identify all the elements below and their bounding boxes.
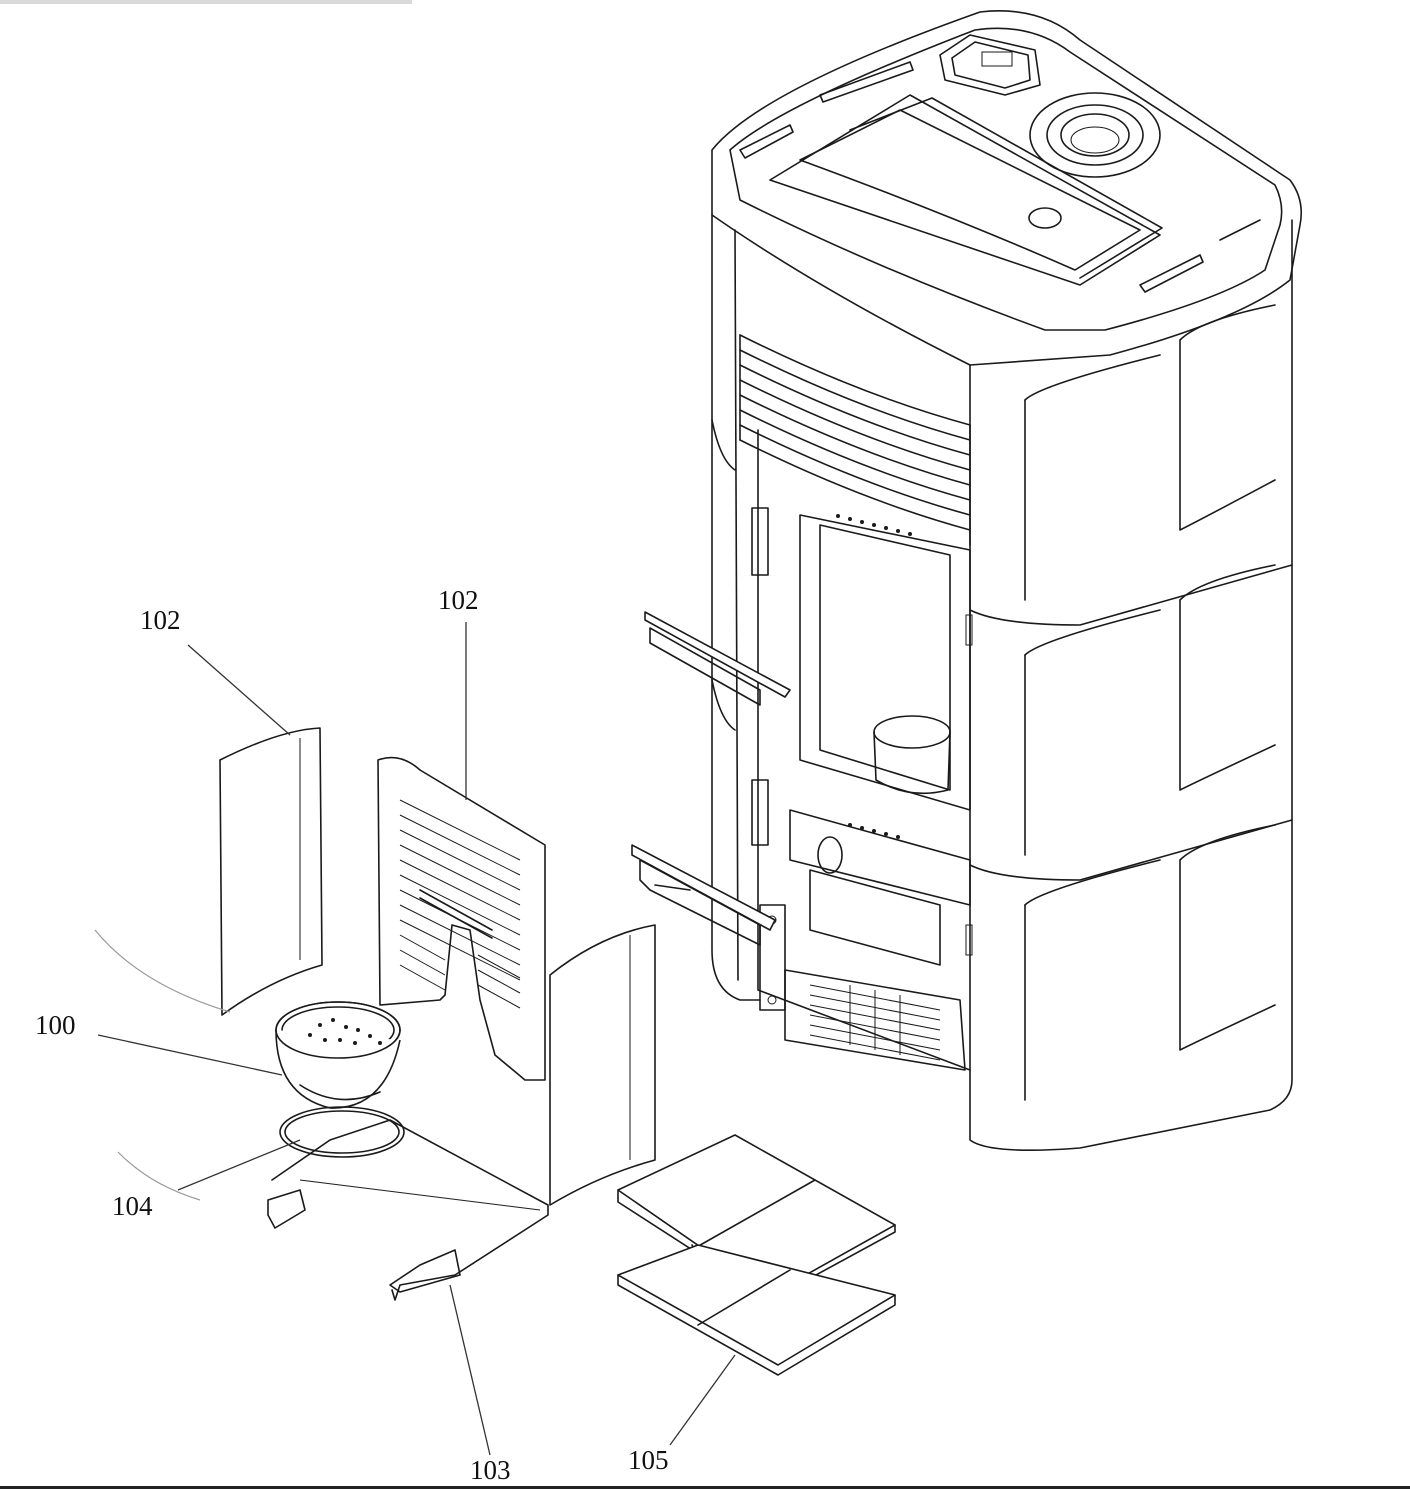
part-label-103: 103: [470, 1455, 511, 1485]
lower-deflector-bar: [631, 844, 776, 946]
part-label-105: 105: [628, 1445, 669, 1475]
upper-deflector-bar: [644, 611, 791, 706]
decorative-arc-upper: [94, 929, 231, 1013]
side-panel-right: [549, 924, 656, 1206]
top-edge-bar: [0, 0, 412, 4]
part-label-100: 100: [35, 1010, 76, 1040]
stove-body: [711, 10, 1303, 1151]
part-label-102-back: 102: [438, 585, 479, 615]
leader-line-104: [177, 1139, 301, 1191]
leader-line-102-left: [187, 644, 291, 736]
part-label-102-left: 102: [140, 605, 181, 635]
side-panel-102-left: [219, 727, 323, 1016]
burn-pot-100: [275, 1001, 401, 1109]
back-panel-102: [377, 756, 546, 1081]
leader-line-103: [449, 1284, 491, 1456]
leader-line-100: [97, 1034, 283, 1076]
base-plates-105: [617, 1134, 896, 1376]
gasket-104: [279, 1106, 405, 1158]
support-frame-103: [267, 1119, 549, 1301]
bottom-edge-bar: [0, 1486, 1410, 1489]
part-label-104: 104: [112, 1191, 153, 1221]
leader-line-105: [669, 1354, 736, 1446]
decorative-arc-lower: [117, 1151, 201, 1201]
